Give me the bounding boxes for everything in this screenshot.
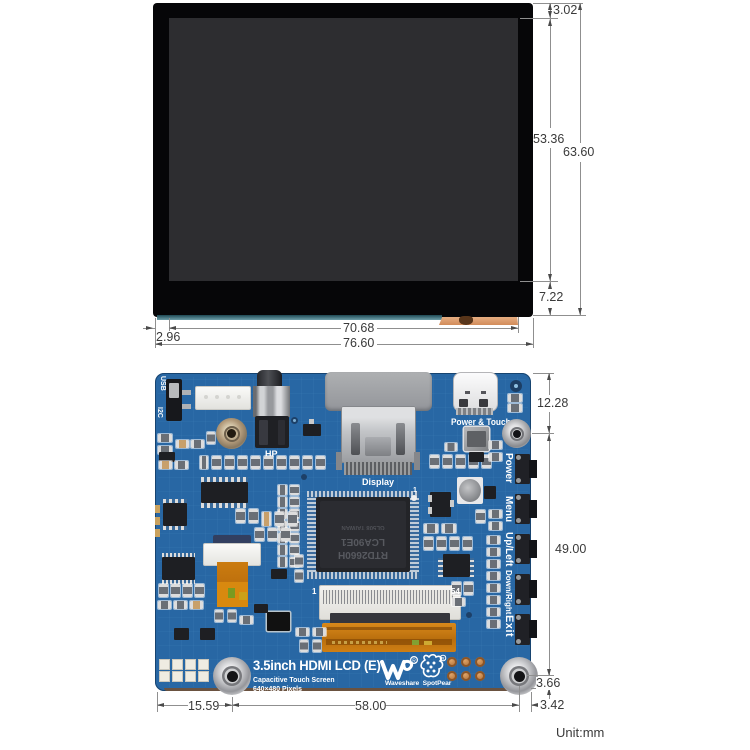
svg-text:R: R [412, 658, 416, 664]
svg-text:R: R [441, 656, 444, 661]
